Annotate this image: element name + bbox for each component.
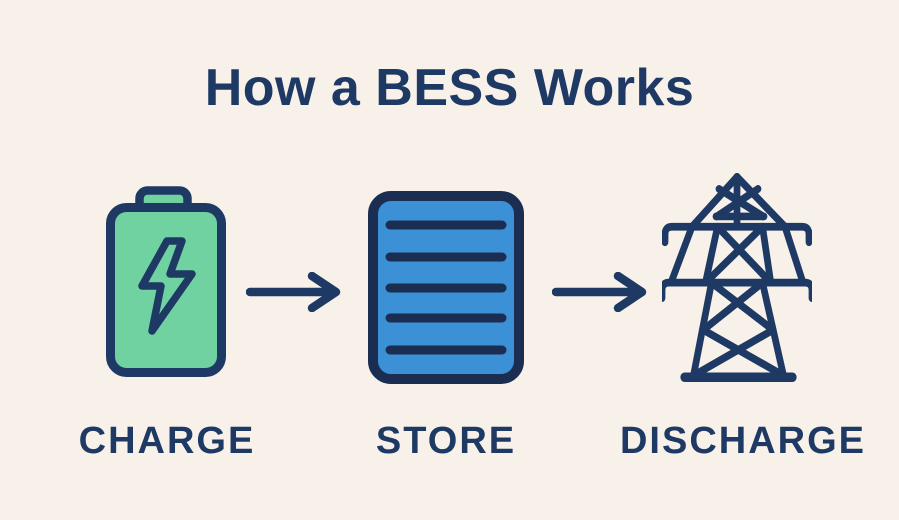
storage-rack-icon bbox=[368, 191, 524, 384]
stage-label-store: STORE bbox=[375, 420, 517, 462]
stage-label-discharge: DISCHARGE bbox=[619, 420, 867, 462]
battery-lightning-icon bbox=[106, 186, 226, 377]
arrow-right-icon bbox=[246, 272, 341, 312]
stage-label-charge: CHARGE bbox=[78, 420, 256, 462]
rack-shelf-lines bbox=[385, 220, 507, 355]
arrow-right-icon bbox=[552, 272, 647, 312]
transmission-tower-icon bbox=[662, 173, 812, 382]
lightning-bolt-icon bbox=[138, 237, 196, 335]
page-title: How a BESS Works bbox=[204, 59, 695, 117]
